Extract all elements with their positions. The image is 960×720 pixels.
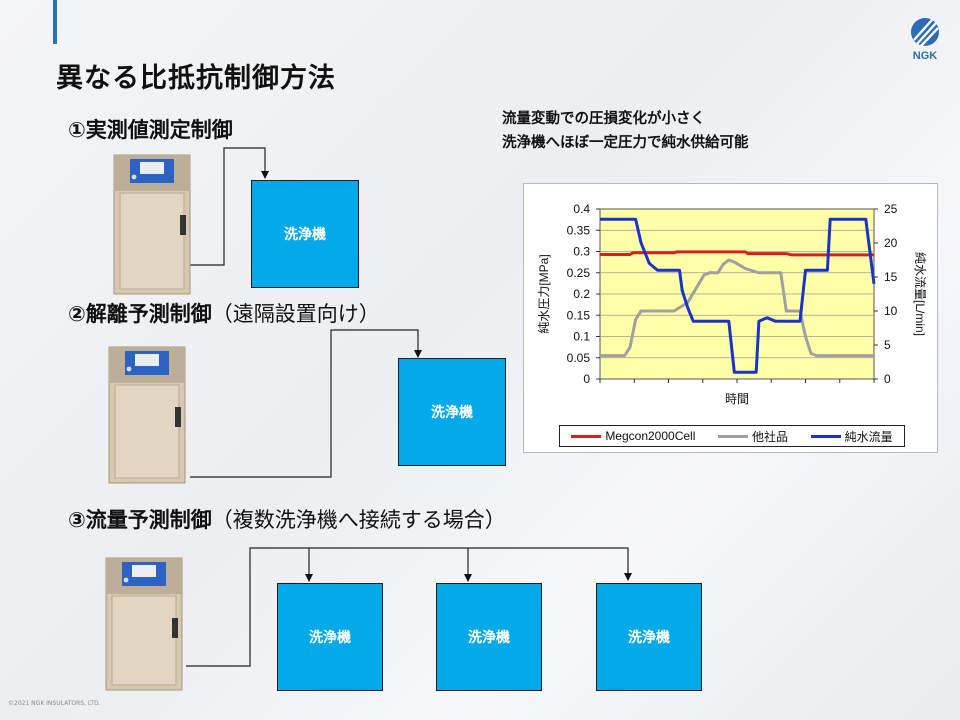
section-3-title: ③流量予測制御（複数洗浄機へ接続する場合）: [68, 504, 506, 534]
wire-2: [190, 329, 422, 478]
y2-tick-label: 10: [884, 304, 898, 318]
y-tick-label: 0.15: [567, 308, 591, 322]
y2-tick-label: 25: [884, 202, 898, 216]
ngk-logo: NGK: [911, 18, 939, 62]
note-line-1: 流量変動での圧損変化が小さく: [502, 111, 705, 127]
washer-3a-label: 洗浄機: [309, 630, 351, 646]
performance-note: 流量変動での圧損変化が小さく 洗浄機へほぼ一定圧力で純水供給可能: [502, 107, 749, 155]
section-1-title: ①実測値測定制御: [68, 114, 233, 144]
y-tick-label: 0.35: [567, 223, 591, 237]
legend-label-megcon: Megcon2000Cell: [605, 429, 696, 443]
series-line-2: [600, 217, 876, 374]
section-2-label: ②解離予測制御: [68, 302, 212, 326]
legend-label-other: 他社品: [752, 429, 789, 444]
y-tick-label: 0.2: [573, 287, 590, 301]
legend-swatch-flow: [810, 434, 841, 438]
chart-plot: 0 0.05 0.1 0.15 0.2 0.25 0.3 0.35 0.4 0 5 10 15 20 25 時…: [537, 202, 927, 406]
y-tick-label: 0.25: [567, 266, 591, 280]
washer-3c-label: 洗浄機: [628, 630, 670, 646]
series-line-1: [600, 258, 874, 358]
chart-legend: Megcon2000Cell 他社品 純水流量: [559, 425, 905, 447]
washer-1-label: 洗浄機: [284, 227, 326, 243]
copyright-footer: ©2021 NGK INSULATORS, LTD.: [8, 700, 101, 707]
y2-tick-label: 5: [884, 338, 891, 352]
legend-item-other: 他社品: [718, 428, 788, 445]
pressure-flow-chart: 0 0.05 0.1 0.15 0.2 0.25 0.3 0.35 0.4 0 5 10 15 20 25 時…: [523, 183, 938, 453]
y2-axis-label: 純水流量[L/min]: [913, 252, 927, 336]
note-line-2: 洗浄機へほぼ一定圧力で純水供給可能: [502, 135, 749, 151]
logo-text: NGK: [913, 50, 938, 62]
series-line-0: [600, 250, 874, 257]
y2-tick-label: 20: [884, 236, 898, 250]
accent-bar: [53, 0, 57, 44]
page-title: 異なる比抵抗制御方法: [56, 63, 336, 94]
washer-1: 洗浄機: [251, 180, 359, 288]
control-cabinet-1: [113, 154, 191, 295]
control-cabinet-2: [108, 346, 186, 484]
washer-3a: 洗浄機: [277, 583, 383, 691]
y-tick-label: 0.3: [573, 245, 590, 259]
washer-2-label: 洗浄機: [431, 405, 473, 421]
x-axis-label: 時間: [725, 392, 749, 406]
wire-3: [186, 547, 632, 667]
y2-tick-label: 15: [884, 270, 898, 284]
section-3-label: ③流量予測制御: [68, 508, 212, 532]
section-3-subtitle: （複数洗浄機へ接続する場合）: [211, 508, 506, 532]
washer-3c: 洗浄機: [596, 583, 702, 691]
y-tick-label: 0.05: [567, 351, 591, 365]
washer-2: 洗浄機: [398, 358, 506, 466]
washer-3b: 洗浄機: [436, 583, 542, 691]
legend-swatch-megcon: [571, 434, 602, 438]
legend-label-flow: 純水流量: [844, 429, 893, 444]
section-2-title: ②解離予測制御（遠隔設置向け）: [68, 298, 380, 328]
y-tick-label: 0.1: [573, 330, 590, 344]
y-axis-label: 純水圧力[MPa]: [537, 254, 551, 333]
control-cabinet-3: [105, 557, 183, 691]
legend-item-megcon: Megcon2000Cell: [571, 429, 695, 443]
y-tick-label: 0: [583, 372, 590, 386]
y2-tick-label: 0: [884, 372, 891, 386]
legend-swatch-other: [718, 434, 748, 438]
section-1-label: ①実測値測定制御: [68, 118, 233, 142]
y-tick-label: 0.4: [573, 202, 590, 216]
washer-3b-label: 洗浄機: [468, 630, 510, 646]
legend-item-flow: 純水流量: [810, 428, 893, 445]
section-2-subtitle: （遠隔設置向け）: [211, 302, 380, 326]
